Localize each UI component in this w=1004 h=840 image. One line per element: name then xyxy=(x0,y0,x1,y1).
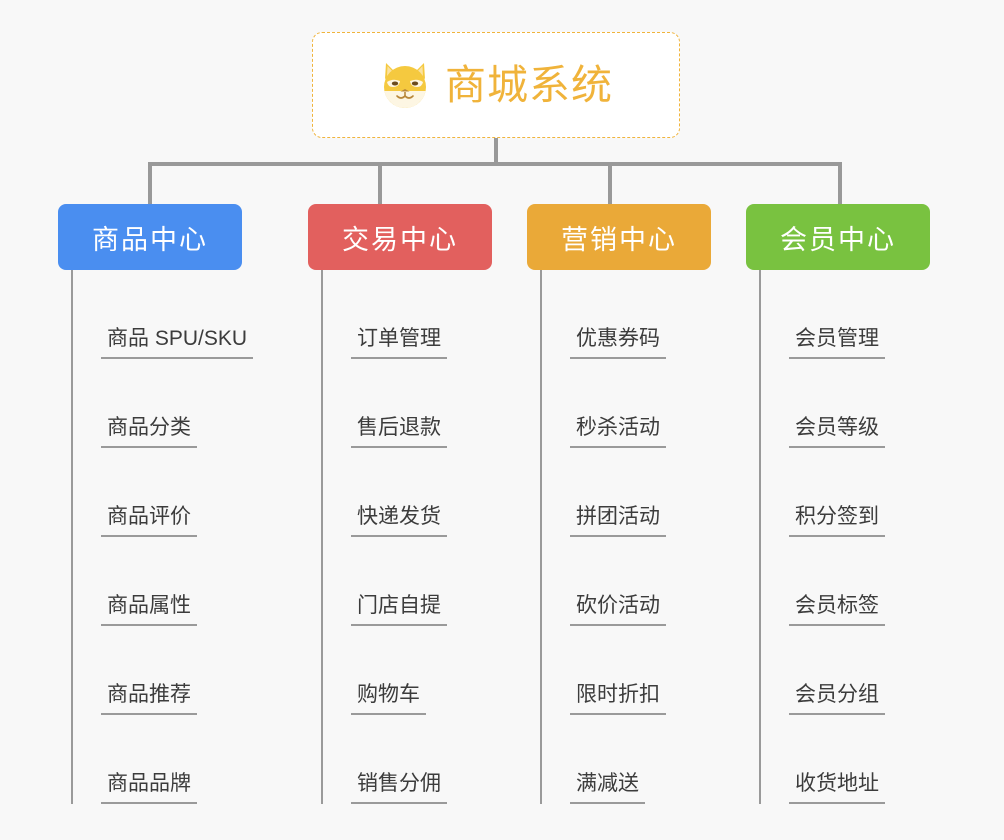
sub-item[interactable]: 商品 SPU/SKU xyxy=(73,270,254,359)
sub-item-label: 商品 SPU/SKU xyxy=(101,327,254,359)
sub-item-label: 销售分佣 xyxy=(351,772,447,804)
connector-drop-2 xyxy=(608,162,612,206)
sub-item-label: 门店自提 xyxy=(351,594,447,626)
sub-item[interactable]: 会员标签 xyxy=(761,537,930,626)
subtree-0: 商品 SPU/SKU 商品分类商品评价商品属性商品推荐商品品牌 xyxy=(71,270,254,804)
sub-item[interactable]: 商品属性 xyxy=(73,537,242,626)
sub-item[interactable]: 积分签到 xyxy=(761,448,930,537)
sub-item-label: 商品品牌 xyxy=(101,772,197,804)
category-node-1[interactable]: 交易中心 xyxy=(308,204,492,270)
sub-item-label: 售后退款 xyxy=(351,416,447,448)
sub-item-label: 商品分类 xyxy=(101,416,197,448)
category-node-3[interactable]: 会员中心 xyxy=(746,204,930,270)
sub-item[interactable]: 砍价活动 xyxy=(542,537,711,626)
sub-item-label: 收货地址 xyxy=(789,772,885,804)
sub-item-label: 限时折扣 xyxy=(570,683,666,715)
subtree-3: 会员管理会员等级积分签到会员标签会员分组收货地址 xyxy=(759,270,930,804)
sub-item-label: 拼团活动 xyxy=(570,505,666,537)
sub-item-label: 会员标签 xyxy=(789,594,885,626)
sub-item[interactable]: 售后退款 xyxy=(323,359,492,448)
sub-item-label: 会员管理 xyxy=(789,327,885,359)
connector-drop-0 xyxy=(148,162,152,206)
connector-horizontal-bus xyxy=(148,162,840,166)
sub-item[interactable]: 快递发货 xyxy=(323,448,492,537)
sub-item-label: 快递发货 xyxy=(351,505,447,537)
shiba-dog-icon xyxy=(379,59,431,111)
sub-item-label: 购物车 xyxy=(351,683,426,715)
branch-column-1: 交易中心订单管理售后退款快递发货门店自提购物车销售分佣 xyxy=(308,204,492,804)
sub-item[interactable]: 收货地址 xyxy=(761,715,930,804)
sub-item[interactable]: 门店自提 xyxy=(323,537,492,626)
sub-item-label: 满减送 xyxy=(570,772,645,804)
sub-item[interactable]: 商品分类 xyxy=(73,359,242,448)
sub-item-label: 优惠券码 xyxy=(570,327,666,359)
sub-item[interactable]: 商品品牌 xyxy=(73,715,242,804)
sub-item[interactable]: 商品推荐 xyxy=(73,626,242,715)
root-title: 商城系统 xyxy=(445,61,613,108)
root-node[interactable]: 商城系统 xyxy=(312,32,680,138)
branch-column-3: 会员中心会员管理会员等级积分签到会员标签会员分组收货地址 xyxy=(746,204,930,804)
subtree-2: 优惠券码秒杀活动拼团活动砍价活动限时折扣满减送 xyxy=(540,270,711,804)
sub-item[interactable]: 满减送 xyxy=(542,715,711,804)
sub-item-label: 砍价活动 xyxy=(570,594,666,626)
sub-item-label: 商品评价 xyxy=(101,505,197,537)
sub-item[interactable]: 会员等级 xyxy=(761,359,930,448)
connector-drop-3 xyxy=(838,162,842,206)
category-node-0[interactable]: 商品中心 xyxy=(58,204,242,270)
sub-item[interactable]: 销售分佣 xyxy=(323,715,492,804)
sub-item-label: 商品推荐 xyxy=(101,683,197,715)
sub-item[interactable]: 优惠券码 xyxy=(542,270,711,359)
sub-item-label: 秒杀活动 xyxy=(570,416,666,448)
subtree-1: 订单管理售后退款快递发货门店自提购物车销售分佣 xyxy=(321,270,492,804)
sub-item[interactable]: 会员分组 xyxy=(761,626,930,715)
sub-item[interactable]: 拼团活动 xyxy=(542,448,711,537)
sub-item-label: 商品属性 xyxy=(101,594,197,626)
connector-drop-1 xyxy=(378,162,382,206)
category-node-2[interactable]: 营销中心 xyxy=(527,204,711,270)
branch-column-0: 商品中心商品 SPU/SKU 商品分类商品评价商品属性商品推荐商品品牌 xyxy=(58,204,254,804)
sub-item-label: 会员等级 xyxy=(789,416,885,448)
branch-column-2: 营销中心优惠券码秒杀活动拼团活动砍价活动限时折扣满减送 xyxy=(527,204,711,804)
sub-item[interactable]: 会员管理 xyxy=(761,270,930,359)
sub-item-label: 订单管理 xyxy=(351,327,447,359)
sub-item[interactable]: 秒杀活动 xyxy=(542,359,711,448)
sub-item[interactable]: 限时折扣 xyxy=(542,626,711,715)
sub-item[interactable]: 购物车 xyxy=(323,626,492,715)
connector-root-stem xyxy=(494,138,498,164)
sub-item-label: 积分签到 xyxy=(789,505,885,537)
sub-item-label: 会员分组 xyxy=(789,683,885,715)
sub-item[interactable]: 订单管理 xyxy=(323,270,492,359)
sub-item[interactable]: 商品评价 xyxy=(73,448,242,537)
